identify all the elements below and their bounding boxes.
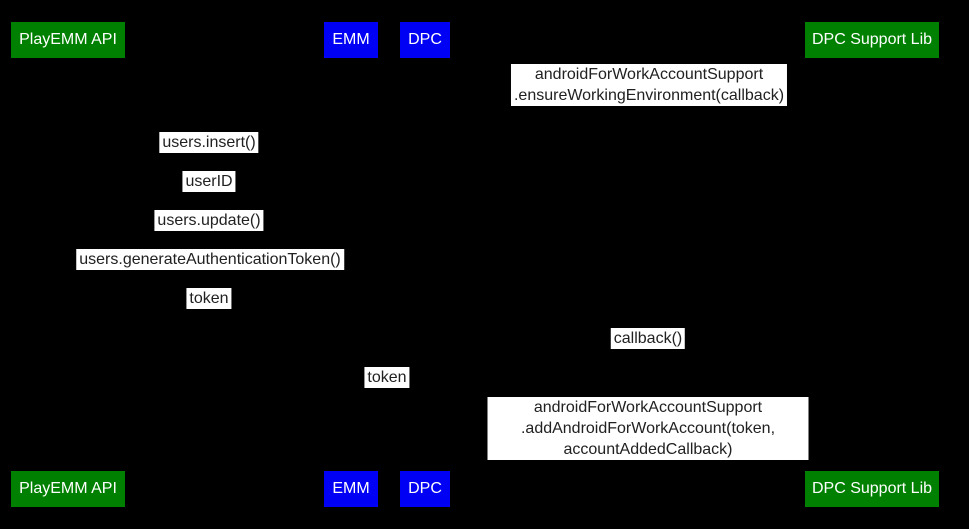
actor-dpc-bottom: DPC	[400, 471, 450, 507]
actor-label: DPC Support Lib	[811, 31, 933, 48]
message-users-update: users.update()	[154, 210, 264, 231]
actor-playemm-api-top: PlayEMM API	[11, 22, 125, 58]
actor-label: EMM	[332, 480, 370, 497]
message-users-generate-authentication-token: users.generateAuthenticationToken()	[76, 249, 344, 270]
message-ensure-working-environment: androidForWorkAccountSupport .ensureWork…	[510, 64, 788, 106]
message-callback: callback()	[610, 328, 686, 349]
actor-emm-top: EMM	[324, 22, 378, 58]
actor-label: EMM	[332, 31, 370, 48]
message-token-to-emm: token	[186, 288, 232, 309]
message-token-to-dpc: token	[364, 367, 410, 388]
actor-dpc-top: DPC	[400, 22, 450, 58]
actor-label: PlayEMM API	[19, 480, 117, 497]
message-users-insert: users.insert()	[159, 132, 259, 153]
actor-playemm-api-bottom: PlayEMM API	[11, 471, 125, 507]
message-user-id: userID	[182, 171, 236, 192]
actor-label: DPC	[408, 31, 442, 48]
actor-label: DPC Support Lib	[811, 480, 933, 497]
message-add-android-for-work-account: androidForWorkAccountSupport .addAndroid…	[487, 397, 809, 460]
actor-emm-bottom: EMM	[324, 471, 378, 507]
actor-label: PlayEMM API	[19, 31, 117, 48]
actor-label: DPC	[408, 480, 442, 497]
actor-dpc-support-lib-bottom: DPC Support Lib	[805, 471, 939, 507]
actor-dpc-support-lib-top: DPC Support Lib	[805, 22, 939, 58]
